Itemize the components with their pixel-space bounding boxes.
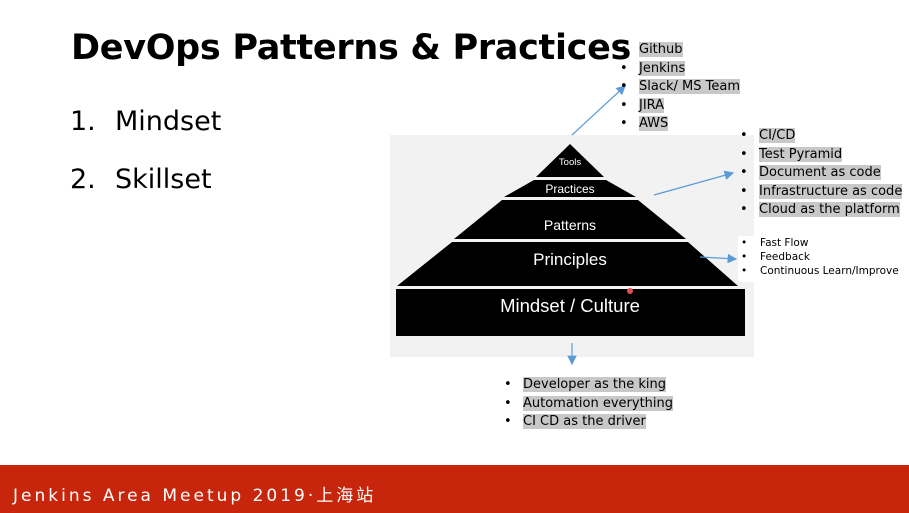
list-item: CI/CD	[740, 127, 902, 146]
pyramid-label-tools: Tools	[559, 157, 581, 168]
list-number: 2.	[70, 164, 96, 195]
list-item: Test Pyramid	[740, 146, 902, 165]
list-item: Infrastructure as code	[740, 183, 903, 202]
pyramid-level-mindset	[396, 289, 745, 336]
practices-list: CI/CD Test Pyramid Document as code Infr…	[740, 127, 903, 220]
list-text: Mindset	[115, 106, 222, 137]
list-item: Continuous Learn/Improve	[738, 264, 909, 278]
pyramid-label-principles: Principles	[533, 250, 607, 269]
arrow-tools	[571, 85, 626, 136]
list-item: Developer as the king	[504, 376, 673, 395]
list-item: JIRA	[620, 97, 740, 116]
pyramid-level-principles	[397, 242, 738, 286]
pyramid-svg: Tools Practices Patterns Principles Mind…	[396, 144, 745, 336]
list-item: Feedback	[738, 250, 909, 264]
pyramid-label-mindset: Mindset / Culture	[500, 295, 640, 316]
list-item: Automation everything	[504, 395, 674, 414]
pyramid-level-tools	[536, 144, 604, 177]
pyramid-level-patterns	[454, 200, 686, 239]
pyramid-diagram: Tools Practices Patterns Principles Mind…	[390, 135, 754, 357]
red-dot	[627, 288, 633, 294]
list-item: AWS	[620, 115, 740, 134]
pyramid-label-patterns: Patterns	[544, 217, 596, 233]
list-item: Fast Flow	[738, 236, 909, 250]
list-item: Cloud as the platform	[740, 201, 902, 220]
footer-text: Jenkins Area Meetup 2019·上海站	[13, 486, 377, 506]
tools-list: Github Jenkins Slack/ MS Team JIRA AWS	[620, 41, 740, 134]
list-text: Skillset	[115, 164, 212, 195]
principles-list: Fast Flow Feedback Continuous Learn/Impr…	[738, 236, 909, 282]
list-item: Slack/ MS Team	[620, 78, 740, 97]
pyramid-label-practices: Practices	[545, 182, 594, 196]
footer-bar: Jenkins Area Meetup 2019·上海站	[0, 465, 909, 513]
mindset-list: Developer as the king Automation everyth…	[504, 376, 674, 432]
list-number: 1.	[70, 106, 96, 137]
list-item: Jenkins	[620, 60, 740, 79]
list-item: Document as code	[740, 164, 902, 183]
slide-title: DevOps Patterns & Practices	[71, 28, 632, 68]
list-item: Github	[620, 41, 740, 60]
list-item: CI CD as the driver	[504, 413, 673, 432]
pyramid-level-practices	[504, 180, 636, 197]
